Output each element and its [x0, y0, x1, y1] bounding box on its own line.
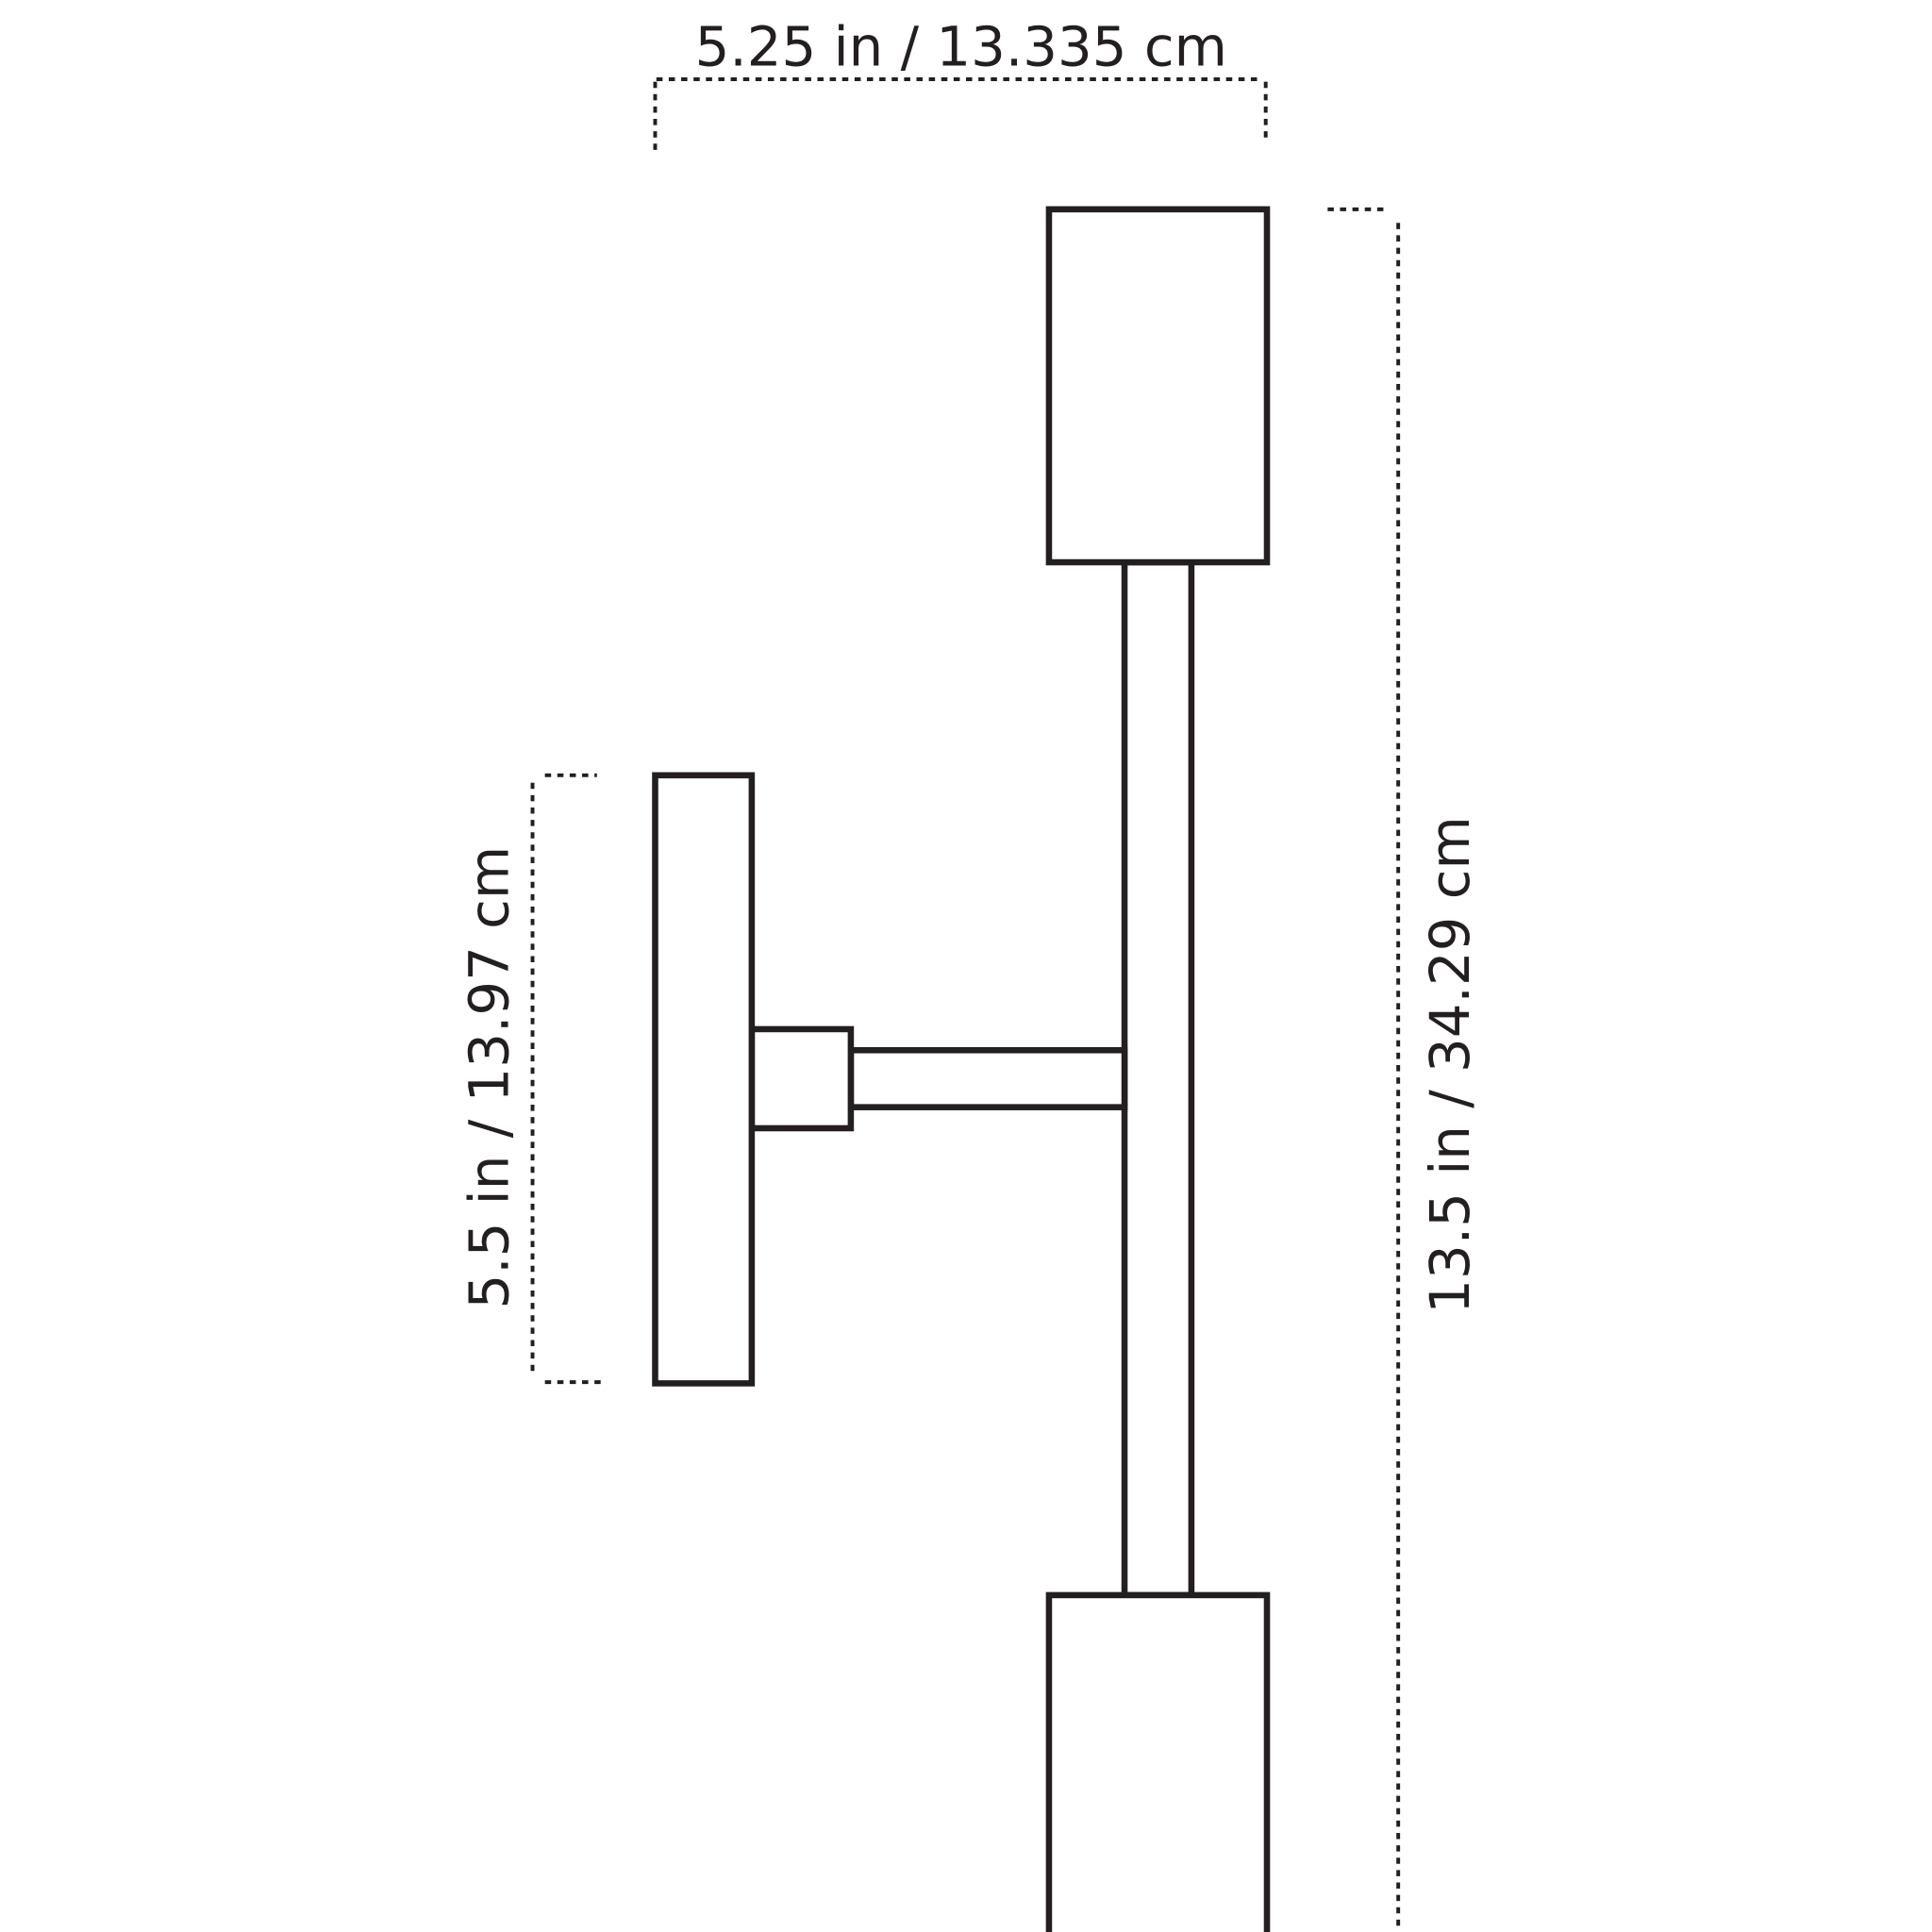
backplate-height-label: 5.5 in / 13.97 cm [457, 846, 521, 1309]
vertical-stem [1121, 558, 1195, 1599]
total-height-label: 13.5 in / 34.29 cm [1418, 816, 1482, 1313]
width-label: 5.25 in / 13.335 cm [695, 15, 1227, 79]
total-height-dimension: 13.5 in / 34.29 cm [1327, 207, 1482, 1932]
arm-mount-block [748, 1025, 855, 1132]
bottom-shade [1045, 1591, 1271, 1932]
backplate-height-dimension: 5.5 in / 13.97 cm [457, 773, 605, 1385]
width-dimension: 5.25 in / 13.335 cm [653, 15, 1268, 152]
wall-backplate [652, 772, 756, 1387]
fixture [652, 206, 1271, 1932]
top-shade [1045, 206, 1271, 566]
horizontal-arm [847, 1046, 1128, 1110]
